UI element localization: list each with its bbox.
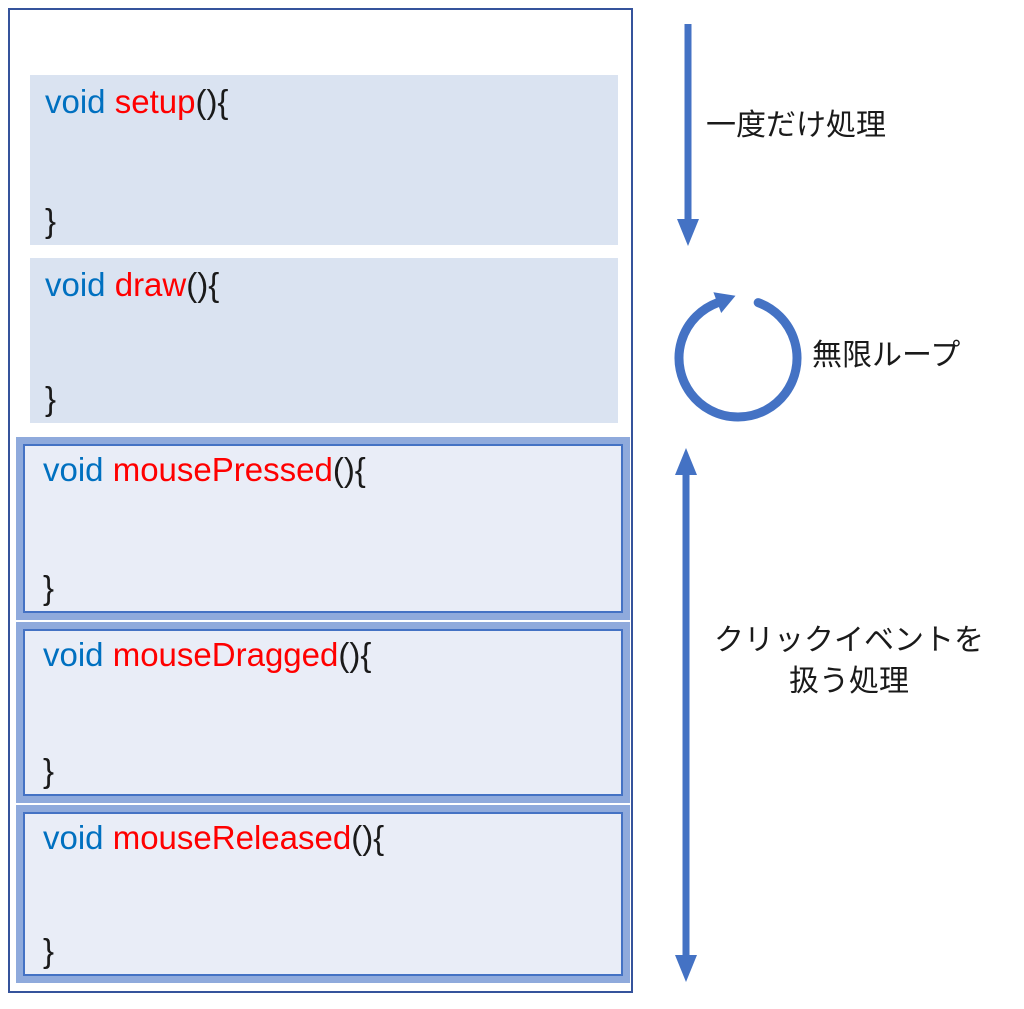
down-arrow-icon (677, 24, 699, 246)
events-label-line2: 扱う処理 (789, 665, 909, 698)
mouse-pressed-inner: void mousePressed(){ } (23, 444, 623, 613)
mouse-dragged-box: void mouseDragged(){ } (16, 622, 630, 803)
closing-brace: } (43, 569, 55, 606)
mouse-released-inner: void mouseReleased(){ } (23, 812, 623, 976)
loop-label: 無限ループ (812, 339, 961, 372)
double-arrow-icon (675, 448, 697, 982)
keyword-void: void (43, 819, 104, 856)
closing-brace: } (45, 202, 57, 239)
keyword-void: void (43, 636, 104, 673)
mouse-pressed-box: void mousePressed(){ } (16, 437, 630, 620)
parens-open-brace: (){ (338, 636, 372, 673)
mouse-dragged-inner: void mouseDragged(){ } (23, 629, 623, 796)
function-name-mouse-dragged: mouseDragged (112, 636, 339, 673)
keyword-void: void (45, 83, 106, 120)
draw-function-box: void draw(){ } (30, 258, 618, 423)
parens-open-brace: (){ (351, 819, 385, 856)
parens-open-brace: (){ (332, 451, 366, 488)
events-label-line1: クリックイベントを (714, 624, 984, 657)
function-name-draw: draw (114, 266, 187, 303)
events-label: クリックイベントを 扱う処理 (693, 620, 1005, 702)
keyword-void: void (45, 266, 106, 303)
function-name-mouse-released: mouseReleased (112, 819, 352, 856)
closing-brace: } (45, 380, 57, 417)
mouse-pressed-signature: void mousePressed(){ (25, 446, 621, 489)
setup-function-box: void setup(){ } (30, 75, 618, 245)
draw-signature: void draw(){ (30, 258, 618, 304)
closing-brace: } (43, 932, 55, 969)
parens-open-brace: (){ (186, 266, 220, 303)
once-label: 一度だけ処理 (706, 109, 886, 142)
mouse-released-signature: void mouseReleased(){ (25, 814, 621, 857)
loop-arrow-icon (674, 292, 802, 422)
function-name-mouse-pressed: mousePressed (112, 451, 333, 488)
parens-open-brace: (){ (195, 83, 229, 120)
closing-brace: } (43, 752, 55, 789)
setup-signature: void setup(){ (30, 75, 618, 121)
mouse-dragged-signature: void mouseDragged(){ (25, 631, 621, 674)
mouse-released-box: void mouseReleased(){ } (16, 805, 630, 983)
function-name-setup: setup (114, 83, 196, 120)
keyword-void: void (43, 451, 104, 488)
